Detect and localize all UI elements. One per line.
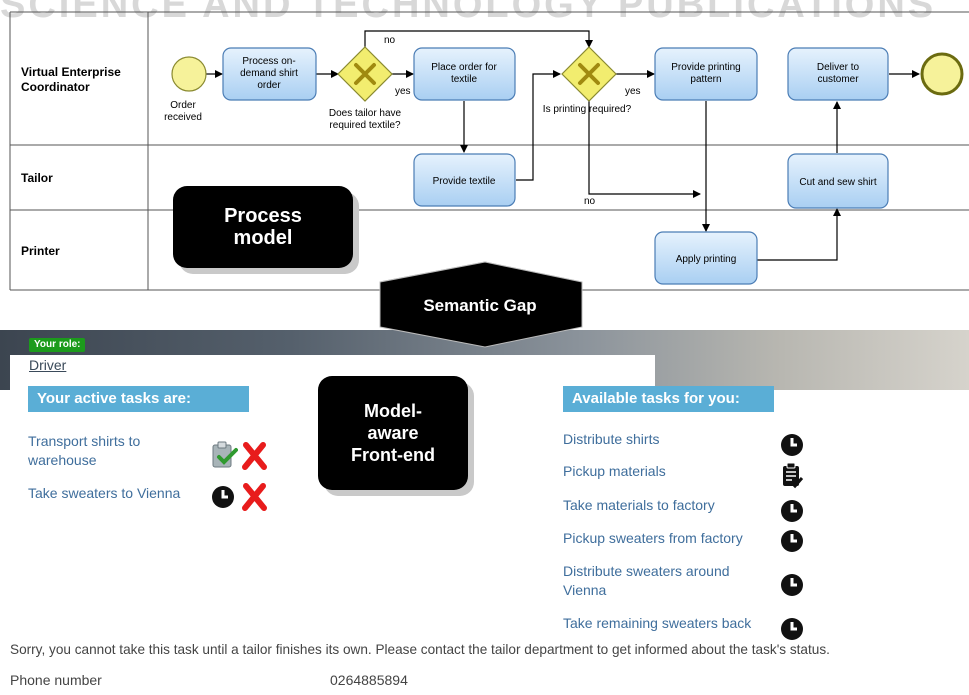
role-link[interactable]: Driver: [29, 357, 67, 373]
task-process-order: [222, 47, 317, 101]
remove-task-icon[interactable]: [240, 483, 268, 511]
flow-label-no-bottom: no: [584, 196, 596, 207]
front-end-callout-line3: Front-end: [351, 445, 435, 465]
task-apply-printing-label: Apply printing: [676, 254, 737, 265]
end-event: [920, 52, 964, 96]
flow-gateway2-no: [588, 101, 701, 198]
clipboard-check-icon[interactable]: [210, 440, 238, 470]
task-deliver-line2: customer: [817, 74, 859, 85]
start-event-label-1: Order: [170, 100, 196, 111]
remove-task-icon[interactable]: [240, 442, 268, 470]
active-task-label: Transport shirts to: [28, 433, 141, 449]
active-task-label-2: warehouse: [28, 452, 97, 468]
task-provide-pattern-line1: Provide printing: [671, 62, 740, 73]
available-task-item[interactable]: Pickup sweaters from factory: [563, 529, 743, 548]
gateway1-label-1: Does tailor have: [329, 108, 402, 119]
active-task-item[interactable]: Take sweaters to Vienna: [28, 484, 208, 503]
available-task-label: Distribute shirts: [563, 431, 660, 447]
semantic-gap-arrow-overlay: [379, 261, 583, 348]
task-process-order-line3: order: [257, 80, 281, 91]
active-task-item[interactable]: Transport shirts to warehouse: [28, 432, 208, 470]
lane-label-printer: Printer: [21, 244, 60, 258]
flow-printing-to-sew: [757, 208, 841, 261]
flow-label-no-top: no: [384, 35, 396, 46]
task-place-order-line1: Place order for: [431, 62, 497, 73]
clock-icon[interactable]: [211, 485, 235, 509]
flow-label-yes-1: yes: [395, 86, 411, 97]
available-task-label: Take materials to factory: [563, 497, 715, 513]
lane-label-coordinator-1: Virtual Enterprise: [21, 65, 121, 79]
available-task-label: Pickup sweaters from factory: [563, 530, 743, 546]
available-task-label: Distribute sweaters around: [563, 563, 730, 579]
start-event-label-2: received: [164, 112, 202, 123]
active-tasks-header: Your active tasks are:: [28, 386, 249, 412]
lane-label-tailor: Tailor: [21, 171, 53, 185]
clipboard-list-icon[interactable]: [780, 462, 804, 490]
available-task-item[interactable]: Distribute shirts: [563, 430, 659, 449]
available-task-label: Take remaining sweaters back: [563, 615, 752, 631]
role-badge: Your role:: [29, 338, 86, 352]
clock-icon[interactable]: [780, 617, 804, 641]
active-task-label: Take sweaters to Vienna: [28, 485, 181, 501]
front-end-callout-line2: aware: [367, 423, 419, 443]
flow-gateway1-no: [364, 30, 593, 48]
task-cut-sew-label: Cut and sew shirt: [799, 177, 876, 188]
available-task-item[interactable]: Take remaining sweaters back: [563, 614, 751, 633]
available-task-item[interactable]: Pickup materials: [563, 462, 666, 481]
semantic-gap-label: Semantic Gap: [423, 296, 537, 315]
task-place-order-line2: textile: [451, 74, 478, 85]
clock-icon[interactable]: [780, 573, 804, 597]
start-event: [171, 56, 207, 92]
phone-value: 0264885894: [330, 672, 408, 688]
gateway2-label: Is printing required?: [543, 104, 632, 115]
clock-icon[interactable]: [780, 433, 804, 457]
available-task-item[interactable]: Take materials to factory: [563, 496, 715, 515]
phone-label: Phone number: [10, 672, 102, 688]
task-provide-textile: [413, 153, 516, 207]
sequence-flows: [206, 30, 920, 261]
clock-icon[interactable]: [780, 499, 804, 523]
gateway-tailor-textile: [337, 46, 393, 102]
status-message: Sorry, you cannot take this task until a…: [10, 642, 830, 657]
flow-label-yes-2: yes: [625, 86, 641, 97]
task-process-order-line1: Process on-: [242, 56, 295, 67]
process-model-callout-line1: Process: [224, 205, 302, 227]
task-deliver: [787, 47, 889, 101]
available-task-item[interactable]: Distribute sweaters around Vienna: [563, 562, 763, 600]
available-tasks-header: Available tasks for you:: [563, 386, 774, 412]
available-task-label: Pickup materials: [563, 463, 666, 479]
task-provide-pattern: [654, 47, 758, 101]
task-cut-sew: [787, 153, 889, 209]
task-deliver-line1: Deliver to: [817, 62, 860, 73]
task-provide-textile-label: Provide textile: [433, 176, 496, 187]
flow-textile-to-gateway2: [516, 70, 561, 181]
process-model-callout: Process model: [173, 186, 353, 268]
lane-label-coordinator-2: Coordinator: [21, 80, 90, 94]
clock-icon[interactable]: [780, 529, 804, 553]
task-process-order-line2: demand shirt: [240, 68, 298, 79]
task-provide-pattern-line2: pattern: [690, 74, 721, 85]
gateway-printing-required: [561, 46, 617, 102]
front-end-callout: Model- aware Front-end: [318, 376, 468, 490]
front-end-callout-line1: Model-: [363, 401, 422, 421]
task-place-order: [413, 47, 516, 101]
process-model-callout-line2: model: [233, 227, 293, 249]
available-task-label-2: Vienna: [563, 582, 607, 598]
lane-labels: Virtual Enterprise Coordinator Tailor Pr…: [21, 65, 121, 258]
gateway1-label-2: required textile?: [329, 120, 401, 131]
task-apply-printing: [654, 231, 758, 285]
